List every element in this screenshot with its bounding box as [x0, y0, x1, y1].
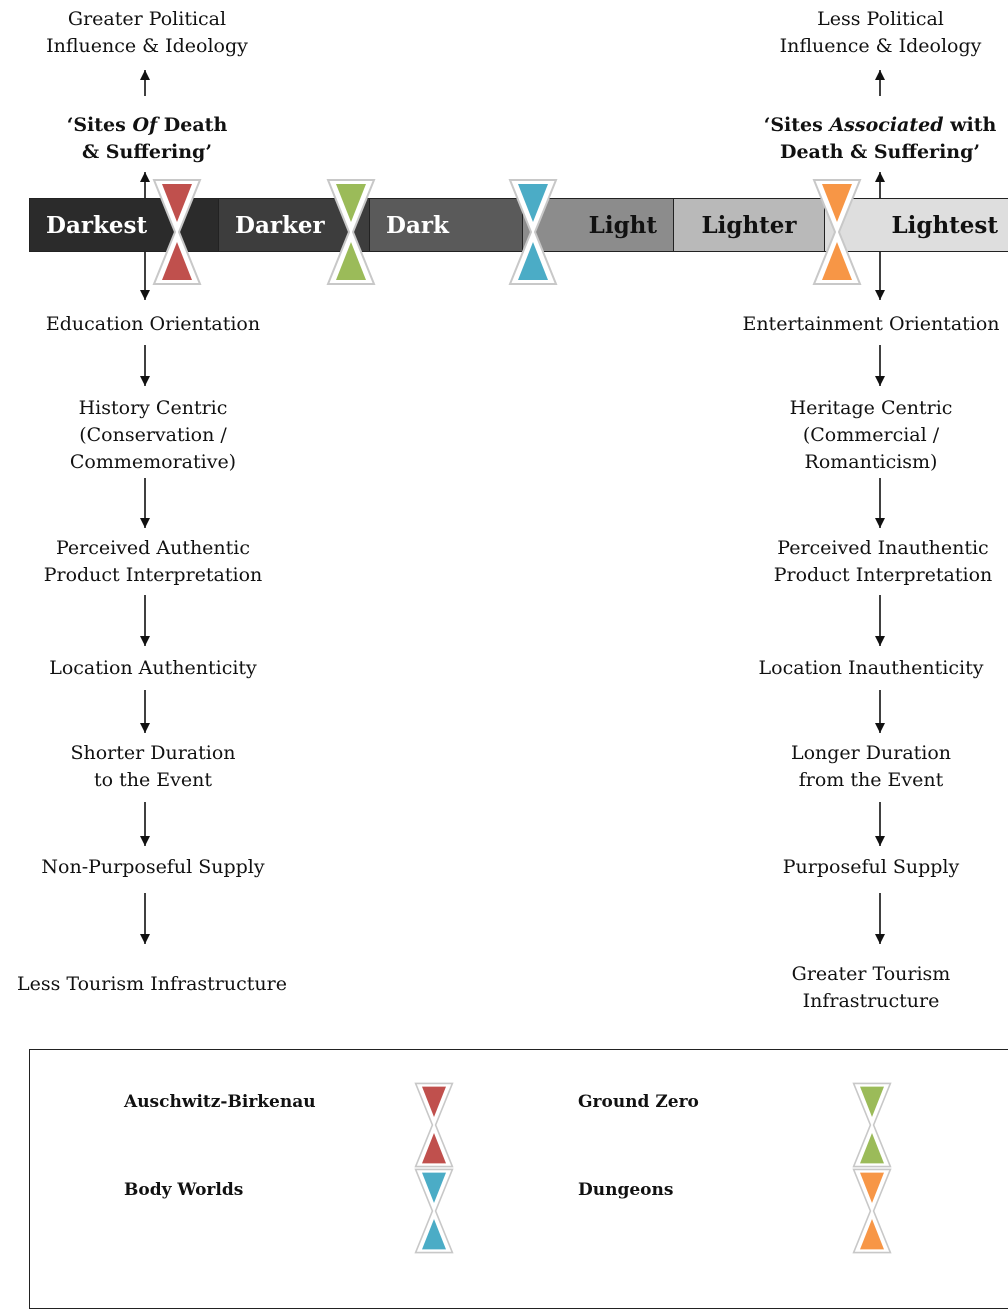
right-entertainment-orientation: Entertainment Orientation: [742, 313, 1000, 335]
spectrum-lighter: Lighter: [673, 198, 825, 252]
right-location-inauthenticity: Location Inauthenticity: [758, 657, 984, 679]
left-sites-label: ‘Sites Of Death & Suffering’: [22, 112, 272, 166]
right-sites-pre: ‘Sites: [763, 114, 830, 136]
legend-hourglass-icon-body-worlds: [414, 1168, 454, 1254]
spectrum-light-label: Light: [588, 211, 657, 239]
left-non-purposeful-supply: Non-Purposeful Supply: [41, 856, 265, 878]
right-heritage-centric: Heritage Centric (Commercial / Romantici…: [789, 397, 953, 473]
spectrum-darkest-label: Darkest: [46, 211, 148, 239]
right-longer-duration: Longer Duration from the Event: [790, 742, 952, 791]
legend-label-dungeons: Dungeons: [578, 1180, 674, 1200]
left-shorter-duration: Shorter Duration to the Event: [70, 742, 236, 791]
legend-label-ground-zero: Ground Zero: [578, 1092, 699, 1112]
right-perceived-inauthentic: Perceived Inauthentic Product Interpreta…: [773, 537, 993, 586]
right-sites-em: Associated: [829, 114, 944, 136]
left-education-orientation: Education Orientation: [45, 313, 261, 335]
left-less-tourism-infrastructure: Less Tourism Infrastructure: [17, 973, 287, 995]
spectrum-dark-label: Dark: [386, 211, 449, 239]
spectrum-darkest: Darkest: [29, 198, 219, 252]
hourglass-icon-dungeons: [812, 179, 862, 285]
right-purposeful-supply: Purposeful Supply: [782, 856, 960, 878]
spectrum-lightest-label: Lightest: [891, 211, 998, 239]
spectrum-light: Light: [522, 198, 674, 252]
legend-label-body-worlds: Body Worlds: [124, 1180, 244, 1200]
left-history-centric: History Centric (Conservation / Commemor…: [69, 397, 237, 473]
spectrum-darker-label: Darker: [235, 211, 325, 239]
right-influence-line2: Influence & Ideology: [779, 35, 982, 57]
legend-hourglass-icon-ground-zero: [852, 1082, 892, 1168]
left-sites-post: Death: [157, 114, 228, 136]
spectrum-lightest: Lightest: [824, 198, 1008, 252]
right-sites-label: ‘Sites Associated with Death & Suffering…: [752, 112, 1008, 166]
legend-hourglass-icon-auschwitz: [414, 1082, 454, 1168]
hourglass-icon-auschwitz: [152, 179, 202, 285]
spectrum-dark: Dark: [369, 198, 523, 252]
left-sites-pre: ‘Sites: [66, 114, 133, 136]
left-sites-em: Of: [132, 114, 158, 136]
right-influence-line1: Less Political: [817, 8, 944, 30]
left-sites-line2: & Suffering’: [82, 141, 212, 163]
hourglass-icon-ground-zero: [326, 179, 376, 285]
spectrum-lighter-label: Lighter: [701, 211, 797, 239]
left-influence-line2: Influence & Ideology: [46, 35, 248, 57]
legend-hourglass-icon-dungeons: [852, 1168, 892, 1254]
legend-label-auschwitz: Auschwitz-Birkenau: [124, 1092, 316, 1112]
connector-arrows: [140, 70, 885, 944]
right-sites-post: with: [943, 114, 997, 136]
right-greater-tourism-infrastructure: Greater Tourism Infrastructure: [791, 963, 951, 1012]
left-influence-label: Greater Political Influence & Ideology: [22, 6, 272, 60]
left-location-authenticity: Location Authenticity: [49, 657, 257, 679]
left-influence-line1: Greater Political: [67, 8, 227, 30]
right-sites-line2: Death & Suffering’: [779, 141, 980, 163]
left-perceived-authentic: Perceived Authentic Product Interpretati…: [43, 537, 263, 586]
right-influence-label: Less Political Influence & Ideology: [758, 6, 1003, 60]
hourglass-icon-body-worlds: [508, 179, 558, 285]
